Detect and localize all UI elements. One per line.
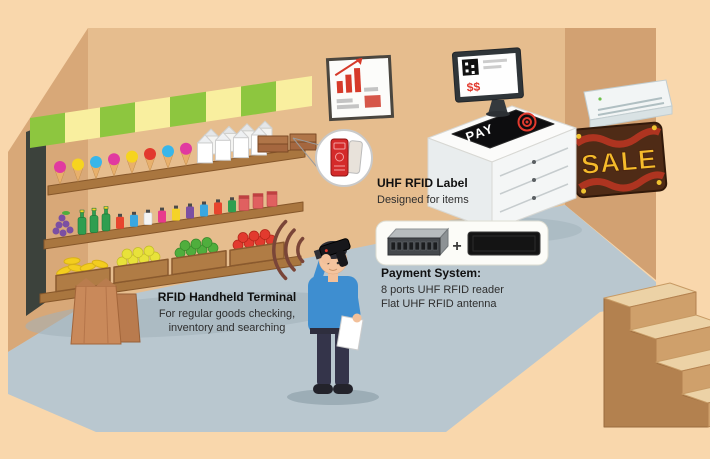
- drawer-handle-icon: [532, 160, 536, 164]
- payment-pad: PAY: [451, 109, 555, 149]
- uhf-label-text-block: UHF RFID Label Designed for items: [377, 176, 507, 207]
- rfid-label-graphic: [330, 138, 349, 177]
- payment-system-text-block: Payment System: 8 ports UHF RFID reader …: [381, 266, 551, 312]
- uhf-label-subtitle: Designed for items: [377, 193, 469, 206]
- small-bottles: [116, 197, 236, 229]
- rfid-spiral-icon: [522, 117, 532, 127]
- milk-cartons: [197, 120, 273, 164]
- middle-shelf-items: [52, 191, 278, 237]
- handheld-terminal-line-2: inventory and searching: [168, 322, 286, 335]
- uhf-label-title: UHF RFID Label: [377, 176, 468, 190]
- ac-led-icon: [598, 97, 602, 101]
- handheld-scanner: [313, 238, 351, 267]
- payment-system-line-1: 8 ports UHF RFID reader: [381, 283, 504, 296]
- grapes: [52, 211, 74, 237]
- handheld-terminal-text-block: RFID Handheld Terminal For regular goods…: [132, 290, 322, 336]
- qr-code-icon: [461, 58, 479, 76]
- shelf-side-panel: [26, 124, 46, 316]
- checkout-counter: PAY $$: [427, 47, 577, 231]
- shop-assistant: [272, 219, 379, 405]
- wall-picture-frame: [325, 54, 395, 122]
- drawer-handle-icon: [532, 196, 536, 200]
- monitor-price-text: $$: [466, 80, 481, 95]
- payment-system-line-2: Flat UHF RFID antenna: [381, 298, 497, 311]
- green-bottles: [77, 206, 111, 235]
- ice-cream-cones: [54, 142, 192, 185]
- shelf-board-middle: [43, 201, 304, 250]
- produce-crates: [55, 229, 285, 293]
- handheld-terminal-line-1: For regular goods checking,: [158, 307, 296, 320]
- lemon-crate: [113, 245, 169, 284]
- flat-antenna-graphic: [467, 231, 541, 256]
- brown-trays: [257, 133, 317, 153]
- rfid-waves: [272, 219, 305, 281]
- handheld-terminal-title: RFID Handheld Terminal: [157, 290, 297, 304]
- rfid-reader-graphic: [386, 227, 450, 257]
- pos-monitor: $$: [451, 47, 524, 117]
- sale-banner: SALE: [570, 121, 668, 199]
- stairs: [603, 282, 710, 428]
- greens-crate: [171, 237, 227, 276]
- plus-sign-text: +: [452, 238, 461, 255]
- drawer-handle-icon: [532, 178, 536, 182]
- store-shelf: [26, 76, 317, 316]
- person-shadow: [287, 389, 379, 405]
- tomato-crate: [229, 229, 285, 267]
- red-jars: [238, 191, 278, 211]
- awning: [30, 76, 312, 148]
- payment-system-title: Payment System:: [381, 266, 482, 280]
- uhf-label-callout: [292, 129, 373, 187]
- air-conditioner: [583, 79, 673, 129]
- payment-system-figure: +: [375, 220, 549, 266]
- sale-text: SALE: [580, 144, 658, 181]
- paper-bags: [70, 278, 141, 345]
